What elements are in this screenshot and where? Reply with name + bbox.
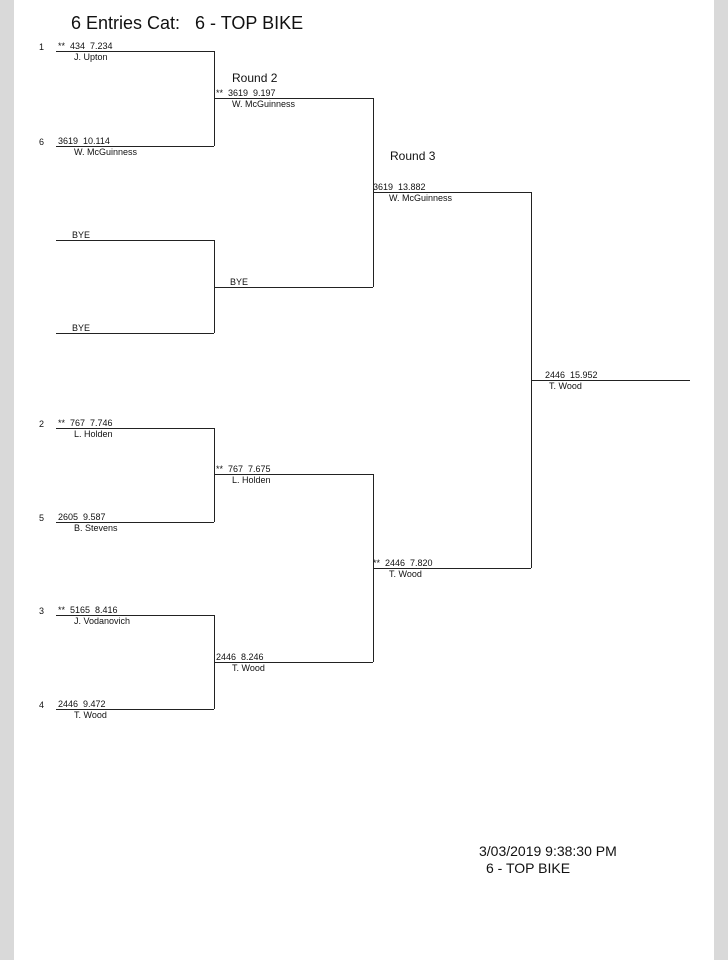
round3-entry-name: W. McGuinness bbox=[389, 193, 453, 203]
footer-datetime: 3/03/2019 9:38:30 PM bbox=[479, 843, 617, 859]
round1-line-3 bbox=[56, 333, 214, 334]
round2-entry-name: L. Holden bbox=[232, 475, 271, 485]
round1-entry-result: 3619 10.114 bbox=[58, 136, 110, 146]
seed-number: 1 bbox=[39, 42, 45, 52]
round1-line-6 bbox=[56, 615, 214, 616]
round1-line-7 bbox=[56, 709, 214, 710]
round1-line-0 bbox=[56, 51, 214, 52]
round1-entry-name: BYE bbox=[72, 323, 91, 333]
round2-entry-name: BYE bbox=[230, 277, 249, 287]
round1-entry-result: ** 5165 8.416 bbox=[58, 605, 118, 615]
round2-entry-result: 2446 8.246 bbox=[216, 652, 264, 662]
round3-entry-result: 3619 13.882 bbox=[373, 182, 426, 192]
round3-entry-name: T. Wood bbox=[389, 569, 422, 579]
round1-entry-name: B. Stevens bbox=[74, 523, 118, 533]
round1-entry-name: BYE bbox=[72, 230, 91, 240]
round1-line-5 bbox=[56, 522, 214, 523]
round3-line-0 bbox=[373, 192, 531, 193]
round2-entry-name: W. McGuinness bbox=[232, 99, 296, 109]
round3-line-1 bbox=[373, 568, 531, 569]
connector-r2 bbox=[373, 98, 374, 287]
round1-line-4 bbox=[56, 428, 214, 429]
round1-entry-name: T. Wood bbox=[74, 710, 107, 720]
final-entry-name: T. Wood bbox=[549, 381, 582, 391]
round2-line-0 bbox=[214, 98, 373, 99]
page-title: 6 Entries Cat: 6 - TOP BIKE bbox=[71, 13, 304, 33]
connector-r1 bbox=[214, 615, 215, 709]
seed-number: 4 bbox=[39, 700, 45, 710]
round-2-label: Round 2 bbox=[232, 71, 278, 85]
seed-number: 5 bbox=[39, 513, 45, 523]
round1-line-1 bbox=[56, 146, 214, 147]
round2-line-1 bbox=[214, 287, 373, 288]
footer-category: 6 - TOP BIKE bbox=[486, 860, 571, 876]
connector-r3 bbox=[531, 192, 532, 568]
connector-r1 bbox=[214, 51, 215, 146]
round2-entry-result: ** 3619 9.197 bbox=[216, 88, 276, 98]
round2-line-2 bbox=[214, 474, 373, 475]
final-line bbox=[531, 380, 690, 381]
round1-entry-result: ** 434 7.234 bbox=[58, 41, 113, 51]
round1-entry-name: L. Holden bbox=[74, 429, 113, 439]
seed-number: 2 bbox=[39, 419, 45, 429]
round1-entry-name: W. McGuinness bbox=[74, 147, 138, 157]
round2-entry-result: ** 767 7.675 bbox=[216, 464, 271, 474]
round2-entry-name: T. Wood bbox=[232, 663, 265, 673]
round-3-label: Round 3 bbox=[390, 149, 436, 163]
round1-entry-name: J. Vodanovich bbox=[74, 616, 131, 626]
seed-number: 6 bbox=[39, 137, 45, 147]
bracket-sheet: 6 Entries Cat: 6 - TOP BIKE Round 2 Roun… bbox=[14, 0, 714, 960]
connector-r1 bbox=[214, 240, 215, 333]
connector-r2 bbox=[373, 474, 374, 662]
round1-line-2 bbox=[56, 240, 214, 241]
round1-entry-result: 2446 9.472 bbox=[58, 699, 106, 709]
round2-line-3 bbox=[214, 662, 373, 663]
seed-number: 3 bbox=[39, 606, 45, 616]
round1-entry-result: 2605 9.587 bbox=[58, 512, 106, 522]
final-entry-result: 2446 15.952 bbox=[545, 370, 598, 380]
round3-entry-result: ** 2446 7.820 bbox=[373, 558, 433, 568]
round1-entry-result: ** 767 7.746 bbox=[58, 418, 113, 428]
round1-entry-name: J. Upton bbox=[74, 52, 108, 62]
connector-r1 bbox=[214, 428, 215, 522]
